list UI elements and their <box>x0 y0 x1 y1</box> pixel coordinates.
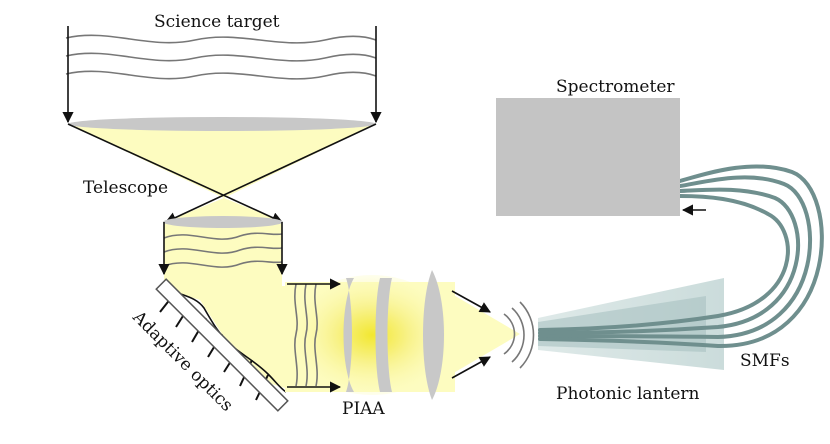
ao-reflected-beam <box>168 286 285 388</box>
collimating-lens <box>163 216 283 228</box>
incoming-wavefronts <box>65 34 377 80</box>
smfs-label: SMFs <box>740 351 790 371</box>
piaa-label: PIAA <box>342 399 385 419</box>
photonic-lantern-label: Photonic lantern <box>556 384 700 404</box>
telescope-label: Telescope <box>83 178 168 198</box>
focus-ray-top <box>451 290 491 313</box>
piaa-lens-2 <box>375 278 392 392</box>
spectrometer-box <box>496 98 680 216</box>
telescope-beam <box>68 124 376 198</box>
spectrometer-label: Spectrometer <box>556 77 675 97</box>
piaa-glow <box>290 275 454 395</box>
focusing-lens <box>423 270 444 400</box>
distorted-wavefronts <box>163 232 283 268</box>
focus-wavefronts <box>503 301 535 369</box>
focus-ray-left <box>67 123 284 223</box>
piaa-wavefronts <box>294 283 318 387</box>
ao-base-plate <box>155 278 289 412</box>
focus-ray-bottom <box>451 356 491 379</box>
piaa-lens-1 <box>343 278 354 392</box>
telescope-beam-lower <box>165 198 283 222</box>
smf-fibers <box>538 164 824 349</box>
focus-ray-right <box>164 123 377 223</box>
converging-beam <box>445 290 520 378</box>
primary-mirror <box>68 117 376 131</box>
collimated-beam <box>164 222 282 286</box>
science-target-label: Science target <box>154 12 280 32</box>
